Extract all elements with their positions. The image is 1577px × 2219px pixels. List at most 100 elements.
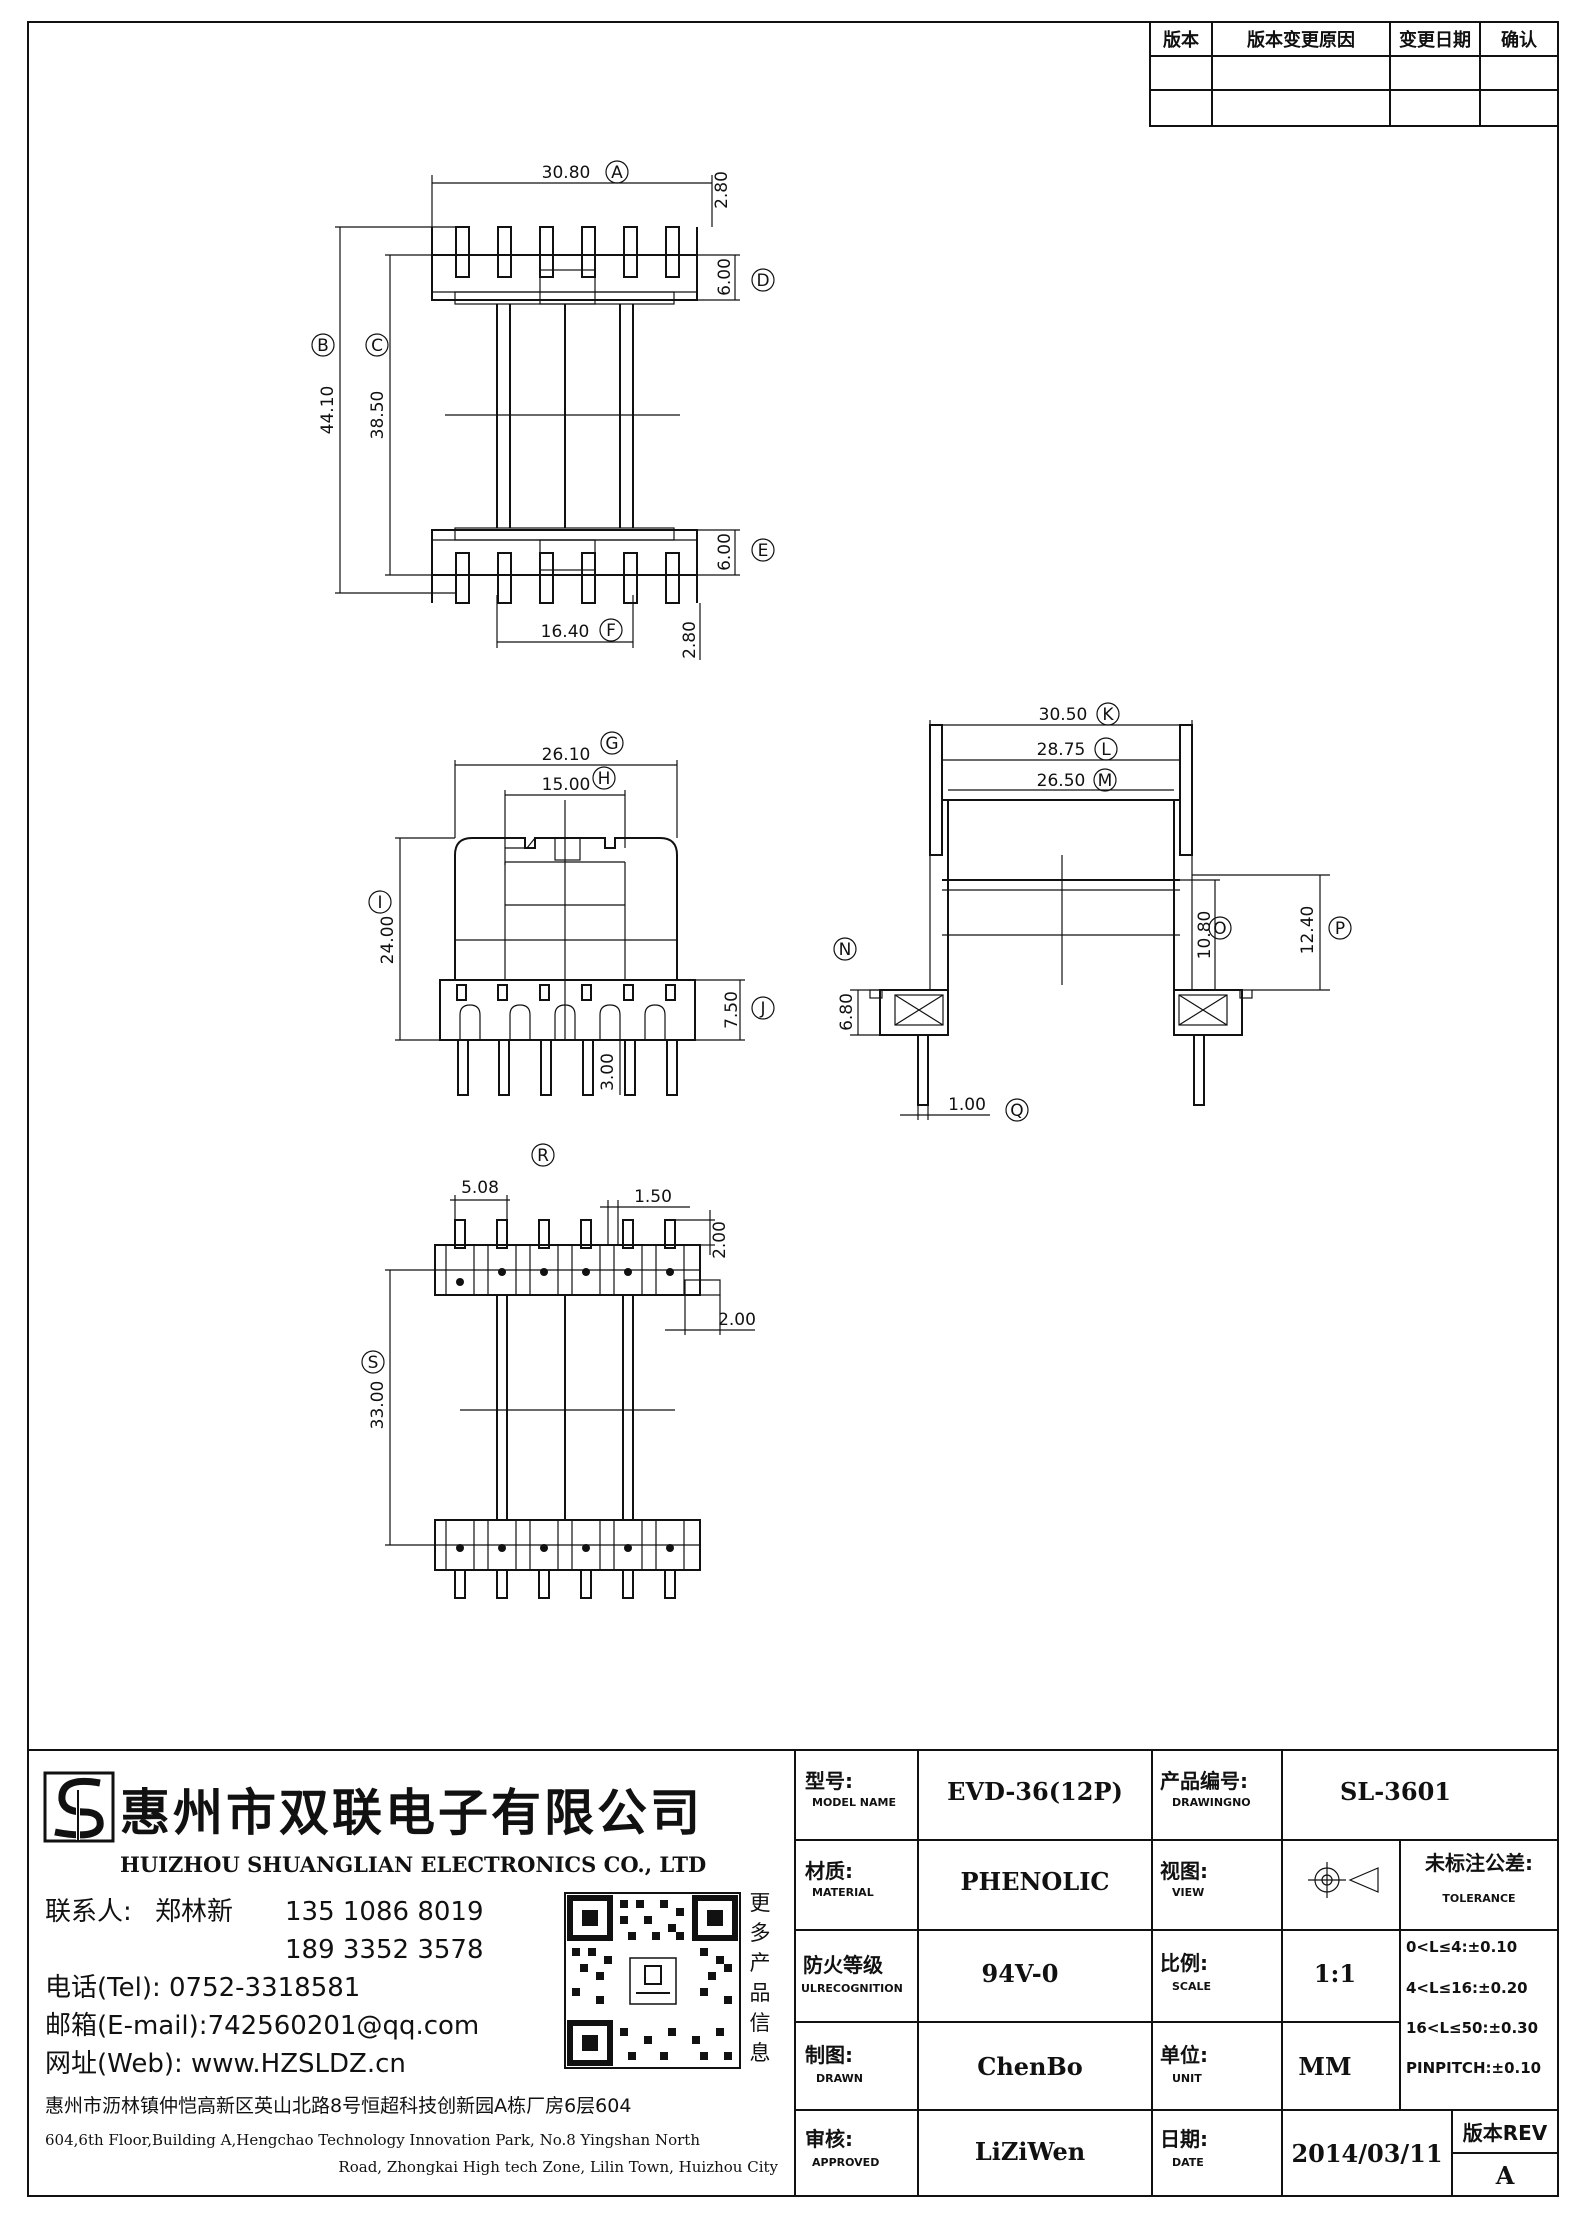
dim-pitch-value: 5.08 (461, 1178, 499, 1198)
fire-rating-sub: ULRECOGNITION (801, 1982, 903, 1995)
dim-pin-height-value: 2.00 (710, 1221, 730, 1259)
svg-text:N: N (839, 940, 852, 960)
drawn-label: 制图: (805, 2043, 853, 2067)
balloon-i: I (368, 890, 392, 914)
svg-text:F: F (606, 621, 616, 641)
rev-header-reason: 版本变更原因 (1247, 29, 1355, 51)
contact-name: 郑林新 (155, 1897, 233, 1927)
balloon-p: P (1328, 916, 1352, 940)
dim-q-value: 1.00 (948, 1095, 986, 1115)
tolerance-row-1: 0<L≤4:±0.10 (1406, 1938, 1517, 1956)
dim-p-value: 12.40 (1298, 906, 1318, 955)
contact-web: 网址(Web): www.HZSLDZ.cn (45, 2049, 406, 2079)
approved-label: 审核: (805, 2127, 853, 2151)
company-logo-icon (43, 1771, 115, 1843)
fire-rating-label: 防火等级 (803, 1953, 883, 1977)
side-view: 30.50 28.75 26.50 6.80 10.80 12.40 1.00 (837, 705, 1330, 1120)
address-cn: 惠州市沥林镇仲恺高新区英山北路8号恒超科技创新园A栋厂房6层604 (45, 2095, 631, 2117)
dim-g-value: 26.10 (542, 745, 591, 765)
balloon-n: N (833, 937, 857, 961)
date-label: 日期: (1160, 2127, 1208, 2151)
projection-symbol-icon (1308, 1862, 1379, 1898)
front-view: 26.10 15.00 24.00 7.50 3.00 (378, 745, 745, 1096)
dim-f-value: 16.40 (541, 622, 590, 642)
balloon-a: A (605, 160, 629, 184)
view-sub: VIEW (1172, 1886, 1204, 1899)
dim-s-value: 33.00 (368, 1381, 388, 1430)
rev-header-confirm: 确认 (1501, 29, 1538, 51)
rev-header-version: 版本 (1163, 29, 1199, 51)
dim-m-value: 26.50 (1037, 771, 1086, 791)
contact-tel: 电话(Tel): 0752-3318581 (45, 1973, 360, 2003)
contact-phone-2: 189 3352 3578 (285, 1935, 484, 1965)
address-en-line-1: 604,6th Floor,Building A,Hengchao Techno… (45, 2131, 700, 2149)
balloon-c: C (365, 333, 389, 357)
svg-text:B: B (317, 336, 329, 356)
svg-text:D: D (756, 271, 769, 291)
balloon-g: G (600, 731, 624, 755)
dim-a-value: 30.80 (542, 163, 591, 183)
material-label: 材质: (805, 1859, 853, 1883)
material-sub: MATERIAL (812, 1886, 874, 1899)
scale-value: 1:1 (1314, 1959, 1356, 1988)
bottom-view: 5.08 1.50 2.00 2.00 33.00 (368, 1178, 756, 1599)
balloon-r: R (531, 1143, 555, 1167)
balloon-q: Q (1005, 1098, 1029, 1122)
material-value: PHENOLIC (960, 1867, 1109, 1896)
svg-text:R: R (537, 1146, 549, 1166)
svg-text:M: M (1098, 771, 1113, 791)
svg-text:I: I (377, 893, 382, 913)
balloon-m: M (1093, 768, 1117, 792)
qr-caption: 更 多 产 品 信 息 (750, 1891, 771, 2065)
balloon-h: H (592, 766, 616, 790)
title-block: 型号: MODEL NAME EVD-36(12P) 产品编号: DRAWING… (795, 1750, 1558, 2196)
contact-phone-1: 135 1086 8019 (285, 1897, 484, 1927)
dim-pin-offset-value: 2.00 (718, 1310, 756, 1330)
dim-j-value: 7.50 (722, 991, 742, 1029)
dim-pin-width-value: 1.50 (634, 1187, 672, 1207)
qr-code-icon (564, 1892, 741, 2069)
balloon-s: S (361, 1350, 385, 1374)
view-label: 视图: (1160, 1859, 1208, 1883)
balloon-l: L (1094, 737, 1118, 761)
date-sub: DATE (1172, 2156, 1204, 2169)
svg-text:E: E (758, 541, 769, 561)
model-label: 型号: (805, 1769, 853, 1793)
svg-text:L: L (1101, 740, 1111, 760)
svg-text:品: 品 (750, 1981, 771, 2005)
approved-value: LiZiWen (975, 2137, 1085, 2166)
balloon-e: E (751, 538, 775, 562)
drawn-sub: DRAWN (816, 2072, 863, 2085)
svg-text:更: 更 (750, 1891, 771, 1915)
svg-text:息: 息 (750, 2041, 771, 2065)
dim-c-value: 38.50 (368, 391, 388, 440)
svg-text:K: K (1102, 705, 1114, 725)
balloon-f: F (599, 618, 623, 642)
balloon-o: O (1208, 916, 1232, 940)
svg-text:Q: Q (1010, 1101, 1023, 1121)
dim-front-pin-value: 3.00 (598, 1053, 618, 1091)
svg-text:产: 产 (750, 1951, 771, 1975)
balloon-j: J (751, 996, 775, 1020)
scale-sub: SCALE (1172, 1980, 1211, 1993)
svg-text:多: 多 (750, 1921, 771, 1945)
fire-rating-value: 94V-0 (982, 1959, 1059, 1988)
svg-text:H: H (598, 769, 611, 789)
balloon-b: B (311, 333, 335, 357)
model-value: EVD-36(12P) (947, 1777, 1123, 1806)
dim-k-value: 30.50 (1039, 705, 1088, 725)
company-block: 惠州市双联电子有限公司 HUIZHOU SHUANGLIAN ELECTRONI… (43, 1771, 779, 2176)
dim-e-value: 6.00 (715, 533, 735, 571)
tolerance-label: 未标注公差: (1425, 1851, 1533, 1875)
revision-value: A (1495, 2161, 1515, 2190)
dim-a-pin-value: 2.80 (712, 171, 732, 209)
dim-n-value: 6.80 (837, 993, 857, 1031)
balloon-k: K (1096, 702, 1120, 726)
svg-text:J: J (759, 999, 765, 1019)
drawing-no-value: SL-3601 (1340, 1777, 1451, 1806)
tolerance-sub: TOLERANCE (1442, 1892, 1515, 1905)
dim-l-value: 28.75 (1037, 740, 1086, 760)
drawing-no-sub: DRAWINGNO (1172, 1796, 1251, 1809)
dim-f-pin-value: 2.80 (680, 621, 700, 659)
revision-label: 版本REV (1463, 2121, 1548, 2145)
